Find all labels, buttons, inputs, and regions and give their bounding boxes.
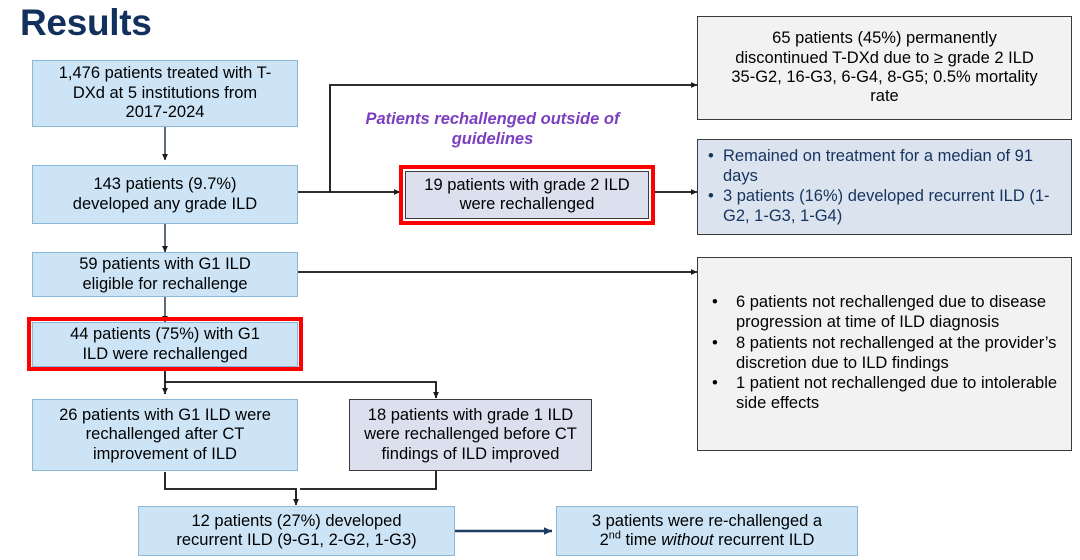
g2-rechallenged-highlight bbox=[399, 165, 655, 225]
rechallenged-after-ct-text: 26 patients with G1 ILD were rechallenge… bbox=[33, 402, 297, 468]
rechallenged-after-ct-line-1: 26 patients with G1 ILD were bbox=[59, 405, 271, 424]
g2-outcomes-box[interactable]: Remained on treatment for a median of 91… bbox=[697, 139, 1072, 235]
second-rechallenge-line-1: 3 patients were re-challenged a bbox=[591, 511, 823, 530]
discontinued-line-2: discontinued T-DXd due to ≥ grade 2 ILD bbox=[735, 48, 1034, 67]
list-item: Remained on treatment for a median of 91… bbox=[706, 147, 1063, 187]
list-item: 8 patients not rechallenged at the provi… bbox=[706, 334, 1063, 374]
page-title: Results bbox=[20, 2, 152, 43]
g1-eligible-text: 59 patients with G1 ILD eligible for rec… bbox=[33, 251, 297, 298]
cohort-line-1: 1,476 patients treated with T- bbox=[58, 64, 272, 83]
rechallenged-before-ct-line-2: were rechallenged before CT bbox=[364, 425, 577, 444]
rechallenged-after-ct-line-3: improvement of ILD bbox=[93, 444, 237, 463]
second-rechallenge-line-2: 2nd time without recurrent ILD bbox=[599, 529, 815, 549]
second-rechallenge-text: 3 patients were re-challenged a 2nd time… bbox=[557, 508, 857, 555]
g1-eligible-line-1: 59 patients with G1 ILD bbox=[79, 255, 251, 274]
recurrent-ild-line-1: 12 patients (27%) developed bbox=[191, 511, 402, 530]
g2-rechallenged-line-2: were rechallenged bbox=[459, 195, 595, 213]
recurrent-ild-line-2: recurrent ILD (9-G1, 2-G2, 1-G3) bbox=[176, 531, 417, 549]
g2-rechallenged-line-1: 19 patients with grade 2 ILD bbox=[424, 175, 630, 194]
cohort-box-text: 1,476 patients treated with T- DXd at 5 … bbox=[33, 60, 297, 126]
rechallenged-before-ct-box[interactable]: 18 patients with grade 1 ILD were rechal… bbox=[349, 399, 592, 471]
g1-rechallenged-line-1: 44 patients (75%) with G1 bbox=[70, 325, 260, 344]
not-rechallenged-list: 6 patients not rechallenged due to disea… bbox=[706, 293, 1063, 414]
second-rechallenge-box[interactable]: 3 patients were re-challenged a 2nd time… bbox=[556, 506, 858, 556]
not-rechallenged-box[interactable]: 6 patients not rechallenged due to disea… bbox=[697, 257, 1072, 451]
cohort-line-3: 2017-2024 bbox=[125, 103, 205, 122]
discontinued-box[interactable]: 65 patients (45%) permanently discontinu… bbox=[697, 16, 1072, 120]
recurrent-ild-text: 12 patients (27%) developed recurrent IL… bbox=[139, 508, 454, 555]
g1-rechallenged-text: 44 patients (75%) with G1 ILD were recha… bbox=[33, 321, 297, 368]
annotation-text: Patients rechallenged outside of guideli… bbox=[365, 110, 620, 148]
g1-rechallenged-highlight bbox=[27, 317, 303, 371]
any-grade-ild-box[interactable]: 143 patients (9.7%) developed any grade … bbox=[32, 165, 298, 224]
discontinued-line-3: 35-G2, 16-G3, 6-G4, 8-G5; 0.5% mortality bbox=[731, 68, 1038, 86]
discontinued-line-1: 65 patients (45%) permanently bbox=[772, 29, 997, 48]
list-item: 6 patients not rechallenged due to disea… bbox=[706, 293, 1063, 333]
any-grade-ild-text: 143 patients (9.7%) developed any grade … bbox=[33, 171, 297, 218]
g2-outcomes-text: Remained on treatment for a median of 91… bbox=[698, 143, 1071, 230]
rechallenged-before-ct-text: 18 patients with grade 1 ILD were rechal… bbox=[350, 402, 591, 468]
cohort-line-2: DXd at 5 institutions from bbox=[72, 83, 258, 102]
g1-eligible-box[interactable]: 59 patients with G1 ILD eligible for rec… bbox=[32, 252, 298, 297]
g2-outcomes-list: Remained on treatment for a median of 91… bbox=[706, 147, 1063, 226]
list-item: 1 patient not rechallenged due to intole… bbox=[706, 374, 1063, 414]
recurrent-ild-box[interactable]: 12 patients (27%) developed recurrent IL… bbox=[138, 506, 455, 556]
g2-rechallenged-box[interactable]: 19 patients with grade 2 ILD were rechal… bbox=[405, 171, 649, 219]
discontinued-text: 65 patients (45%) permanently discontinu… bbox=[698, 25, 1071, 111]
annotation-rechallenge-outside-guidelines: Patients rechallenged outside of guideli… bbox=[335, 110, 650, 150]
any-grade-ild-line-2: developed any grade ILD bbox=[72, 194, 258, 213]
g1-rechallenged-box[interactable]: 44 patients (75%) with G1 ILD were recha… bbox=[32, 322, 298, 367]
rechallenged-before-ct-line-3: findings of ILD improved bbox=[381, 444, 560, 463]
rechallenged-after-ct-box[interactable]: 26 patients with G1 ILD were rechallenge… bbox=[32, 399, 298, 471]
not-rechallenged-text: 6 patients not rechallenged due to disea… bbox=[698, 289, 1071, 419]
rechallenged-after-ct-line-2: rechallenged after CT bbox=[85, 425, 245, 444]
cohort-box[interactable]: 1,476 patients treated with T- DXd at 5 … bbox=[32, 60, 298, 127]
rechallenged-before-ct-line-1: 18 patients with grade 1 ILD bbox=[367, 405, 574, 424]
g1-rechallenged-line-2: ILD were rechallenged bbox=[82, 344, 248, 363]
g2-rechallenged-text: 19 patients with grade 2 ILD were rechal… bbox=[406, 172, 648, 219]
list-item: 3 patients (16%) developed recurrent ILD… bbox=[706, 187, 1063, 227]
any-grade-ild-line-1: 143 patients (9.7%) bbox=[93, 175, 237, 194]
g1-eligible-line-2: eligible for rechallenge bbox=[82, 274, 248, 293]
discontinued-line-4: rate bbox=[870, 87, 899, 106]
